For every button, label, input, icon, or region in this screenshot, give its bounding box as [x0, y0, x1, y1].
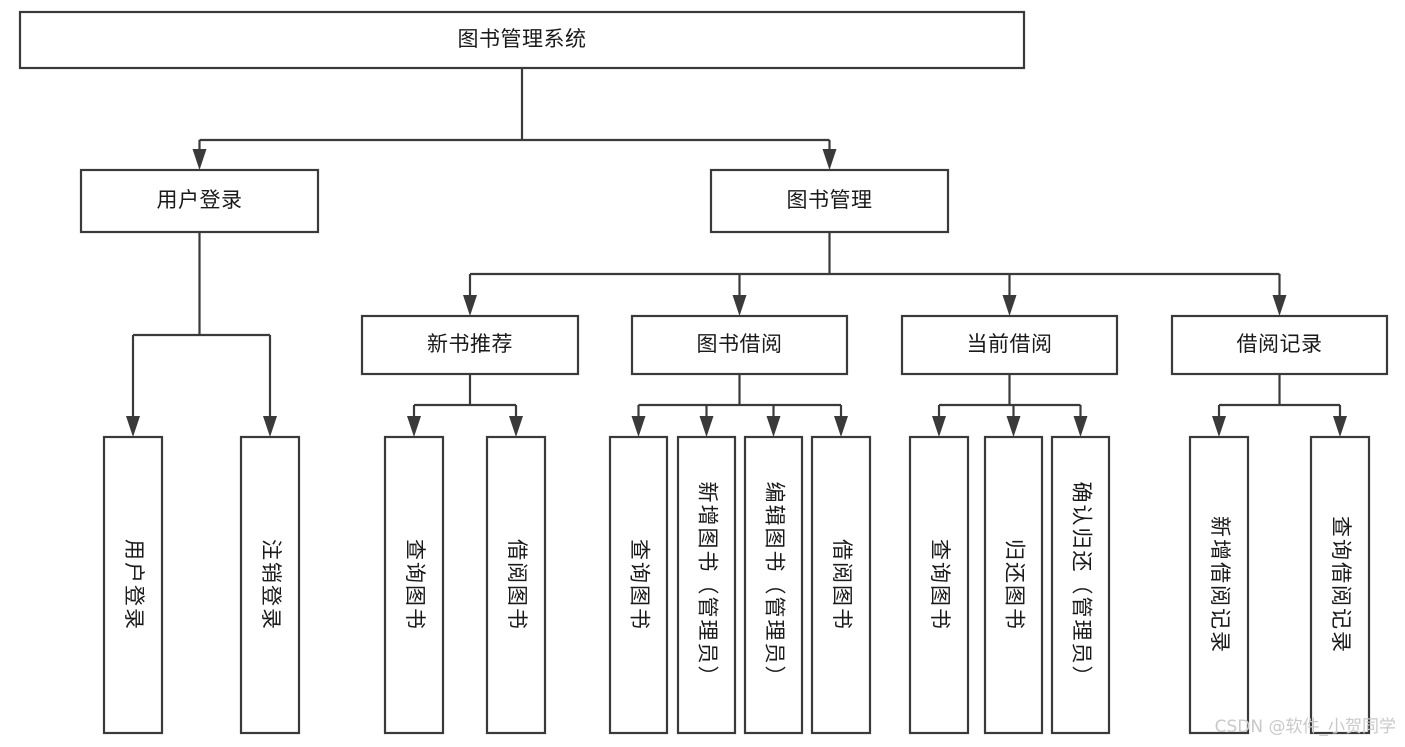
group-1-leaf-arrow-3-head	[834, 416, 848, 437]
tier3-arrow-1-head	[732, 295, 747, 316]
node-leaf-8[interactable]: 查询图书	[908, 435, 970, 735]
node-leaf-3-label: 借阅图书	[505, 539, 529, 631]
node-level3-3-box[interactable]	[1170, 314, 1389, 376]
group-1-leaf-arrow-2-head	[766, 416, 781, 437]
node-leaf-5-box[interactable]	[676, 435, 737, 735]
node-leaf-2[interactable]: 查询图书	[383, 435, 445, 735]
node-leaf-4-box[interactable]	[608, 435, 669, 735]
node-leaf-6-box[interactable]	[743, 435, 804, 735]
node-level3-1[interactable]: 图书借阅	[630, 314, 849, 376]
tier3-arrow-0-head	[463, 295, 477, 316]
node-leaf-4[interactable]: 查询图书	[608, 435, 669, 735]
group-2-leaf-arrow-0-head	[932, 416, 946, 437]
node-leaf-5[interactable]: 新增图书（管理员）	[676, 435, 737, 735]
group-0-leaf-arrow-0-head	[407, 416, 421, 437]
connector-lines	[126, 68, 1347, 437]
node-leaf-7[interactable]: 借阅图书	[810, 435, 872, 735]
node-leaf-9[interactable]: 归还图书	[983, 435, 1044, 735]
node-leaf-1[interactable]: 注销登录	[239, 435, 301, 735]
tier3-arrow-2-head	[1002, 295, 1017, 316]
node-leaf-2-box[interactable]	[383, 435, 445, 735]
node-level3-2[interactable]: 当前借阅	[900, 314, 1119, 376]
node-leaf-9-label: 归还图书	[1003, 539, 1027, 631]
node-root-box[interactable]	[18, 10, 1026, 70]
node-boxes: 图书管理系统用户登录图书管理新书推荐图书借阅当前借阅借阅记录用户登录注销登录查询…	[18, 10, 1389, 735]
group-0-leaf-arrow-1-head	[509, 416, 523, 437]
node-level2-1-box[interactable]	[709, 168, 950, 234]
node-leaf-8-box[interactable]	[908, 435, 970, 735]
node-leaf-12[interactable]: 查询借阅记录	[1309, 435, 1371, 735]
node-leaf-3-box[interactable]	[485, 435, 547, 735]
tier2-arrow-1-head	[822, 149, 837, 170]
node-level3-0-box[interactable]	[360, 314, 580, 376]
node-level3-3[interactable]: 借阅记录	[1170, 314, 1389, 376]
node-leaf-0[interactable]: 用户登录	[102, 435, 164, 735]
user-login-leaf-arrow-0-head	[126, 416, 140, 437]
node-level2-1[interactable]: 图书管理	[709, 168, 950, 234]
group-1-leaf-arrow-0-head	[631, 416, 646, 437]
node-level3-1-box[interactable]	[630, 314, 849, 376]
node-leaf-6[interactable]: 编辑图书（管理员）	[743, 435, 804, 735]
node-leaf-0-box[interactable]	[102, 435, 164, 735]
node-leaf-5-label: 新增图书（管理员）	[696, 482, 720, 689]
node-leaf-10[interactable]: 确认归还（管理员）	[1050, 435, 1111, 735]
node-leaf-1-label: 注销登录	[259, 539, 283, 631]
node-level3-1-label: 图书借阅	[697, 332, 783, 356]
tier3-arrow-3-head	[1272, 295, 1287, 316]
node-leaf-7-box[interactable]	[810, 435, 872, 735]
node-level2-0-label: 用户登录	[157, 188, 243, 212]
node-leaf-11[interactable]: 新增借阅记录	[1188, 435, 1250, 735]
csdn-watermark: CSDN @软件_小贺同学	[1215, 717, 1396, 737]
node-leaf-11-box[interactable]	[1188, 435, 1250, 735]
node-leaf-10-box[interactable]	[1050, 435, 1111, 735]
group-3-leaf-arrow-0-head	[1212, 416, 1226, 437]
node-root[interactable]: 图书管理系统	[18, 10, 1026, 70]
tier2-arrow-0-head	[192, 149, 207, 170]
node-leaf-7-label: 借阅图书	[830, 539, 854, 631]
node-leaf-12-label: 查询借阅记录	[1329, 516, 1353, 654]
node-level3-0-label: 新书推荐	[427, 332, 513, 356]
group-3-leaf-arrow-1-head	[1333, 416, 1347, 437]
group-2-leaf-arrow-1-head	[1006, 416, 1021, 437]
node-leaf-12-box[interactable]	[1309, 435, 1371, 735]
node-level2-0[interactable]: 用户登录	[79, 168, 320, 234]
node-level2-1-label: 图书管理	[787, 188, 873, 212]
node-leaf-0-label: 用户登录	[122, 539, 146, 631]
node-leaf-3[interactable]: 借阅图书	[485, 435, 547, 735]
group-2-leaf-arrow-2-head	[1073, 416, 1088, 437]
node-level3-2-label: 当前借阅	[967, 332, 1053, 356]
node-leaf-11-label: 新增借阅记录	[1208, 516, 1232, 654]
node-leaf-10-label: 确认归还（管理员）	[1070, 482, 1094, 689]
node-level3-0[interactable]: 新书推荐	[360, 314, 580, 376]
node-leaf-2-label: 查询图书	[403, 539, 427, 631]
node-leaf-1-box[interactable]	[239, 435, 301, 735]
node-root-label: 图书管理系统	[458, 27, 587, 51]
node-leaf-8-label: 查询图书	[928, 539, 952, 631]
node-level3-3-label: 借阅记录	[1237, 332, 1323, 356]
node-leaf-4-label: 查询图书	[628, 539, 652, 631]
node-level3-2-box[interactable]	[900, 314, 1119, 376]
node-leaf-9-box[interactable]	[983, 435, 1044, 735]
node-leaf-6-label: 编辑图书（管理员）	[763, 482, 787, 689]
node-level2-0-box[interactable]	[79, 168, 320, 234]
group-1-leaf-arrow-1-head	[699, 416, 714, 437]
user-login-leaf-arrow-1-head	[263, 416, 277, 437]
